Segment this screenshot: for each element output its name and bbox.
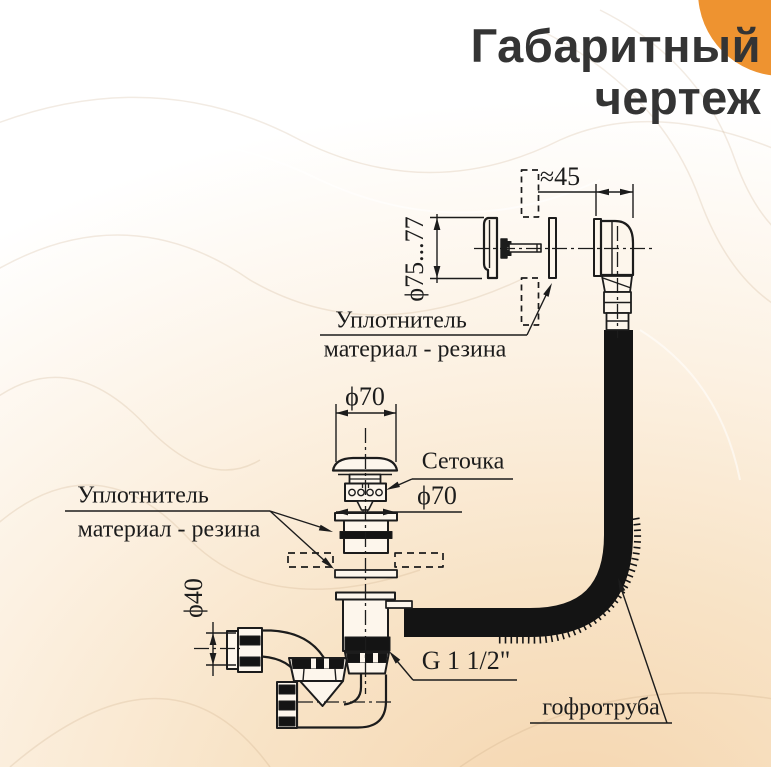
dim-70-top-label: ϕ70 bbox=[345, 382, 385, 411]
tub-bottom-dashed-right bbox=[394, 552, 444, 568]
outlet-cap bbox=[226, 630, 239, 670]
dim-40-label: ϕ40 bbox=[179, 578, 208, 618]
tailpiece-side-outlet bbox=[385, 600, 413, 609]
corrugated-pipe-label: гофротруба bbox=[542, 694, 660, 721]
corrugated-pipe bbox=[404, 330, 633, 637]
seal-top-label-line1: Уплотнитель bbox=[335, 307, 467, 334]
dim-75-77-label: ϕ75...77 bbox=[400, 216, 429, 302]
strainer-label: Сеточка bbox=[421, 448, 505, 475]
dim-45-label: ≈45 bbox=[539, 162, 581, 191]
dimension-arrows bbox=[209, 188, 633, 665]
dim-70-mid-label: ϕ70 bbox=[417, 481, 457, 510]
page-title: Габаритный чертеж bbox=[471, 20, 761, 124]
page-title-line2: чертеж bbox=[594, 71, 761, 124]
page-title-line1: Габаритный bbox=[470, 19, 761, 72]
tub-wall-dashed-lower bbox=[520, 277, 540, 326]
siphon-cone bbox=[299, 680, 344, 707]
tub-wall-dashed-upper bbox=[520, 169, 540, 218]
seal-left-label-line2: материал - резина bbox=[77, 516, 261, 543]
tailpiece-black-band bbox=[344, 636, 391, 652]
seal-left-label-line1: Уплотнитель bbox=[77, 482, 209, 509]
seal-top-label-line2: материал - резина bbox=[323, 336, 507, 363]
thread-size-label: G 1 1/2" bbox=[421, 646, 511, 675]
tub-bottom-dashed-left bbox=[287, 552, 334, 568]
overflow-cover-plate bbox=[482, 216, 499, 280]
strainer-cone bbox=[356, 500, 374, 511]
